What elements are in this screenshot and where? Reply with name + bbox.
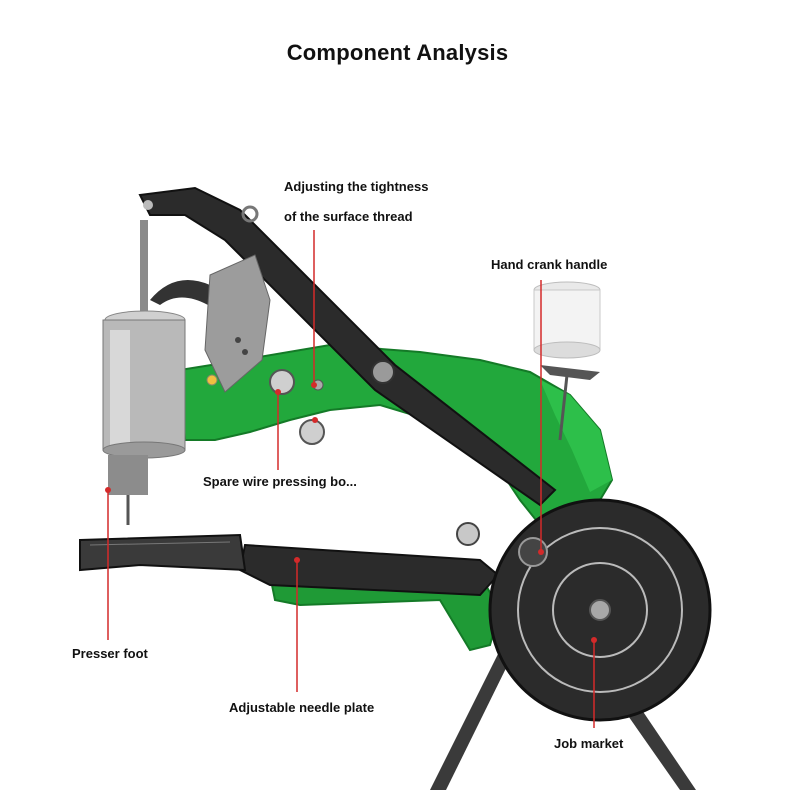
callout-job-market: Job market xyxy=(554,736,624,751)
callout-presser-foot: Presser foot xyxy=(72,646,148,661)
needle-plate xyxy=(79,522,500,597)
leader-lines xyxy=(105,230,597,728)
callout-needle-plate: Adjustable needle plate xyxy=(229,700,375,715)
thread-spool xyxy=(533,281,601,441)
flywheel xyxy=(488,498,712,722)
callout-spare-wire: Spare wire pressing bo... xyxy=(203,474,357,489)
callout-thread-tension-line2: of the surface thread xyxy=(284,209,413,224)
upper-arm xyxy=(138,186,557,507)
callout-hand-crank: Hand crank handle xyxy=(491,257,608,272)
needle-head xyxy=(102,220,271,525)
diagram-title: Component Analysis xyxy=(286,40,509,65)
callout-thread-tension-line1: Adjusting the tightness xyxy=(284,179,429,194)
